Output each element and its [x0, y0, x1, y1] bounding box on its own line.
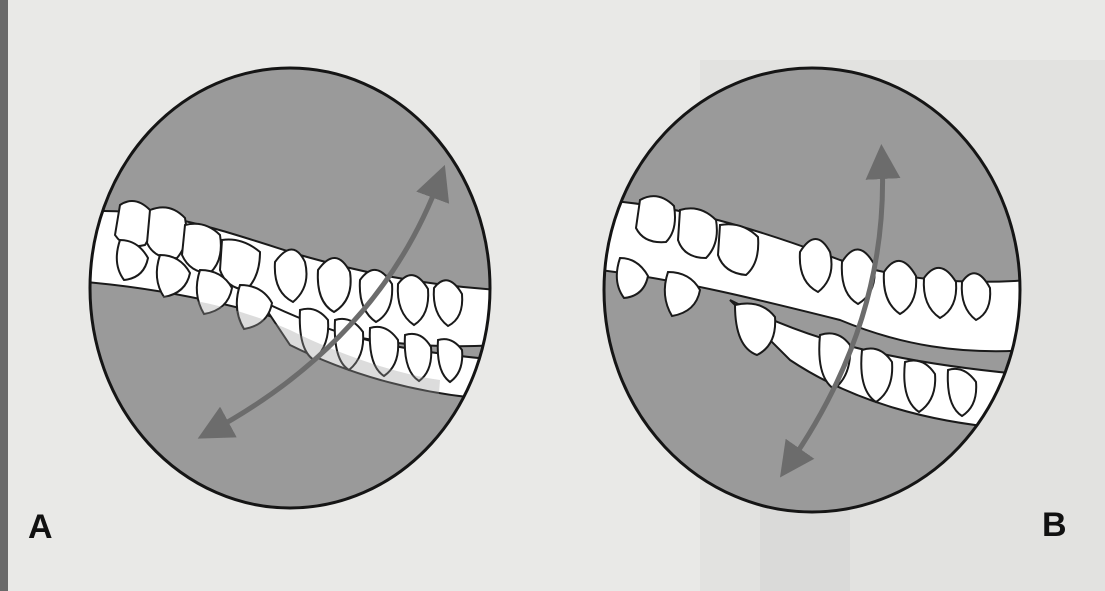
- panel-label-a: A: [28, 508, 53, 547]
- panel-label-b: B: [1042, 506, 1067, 545]
